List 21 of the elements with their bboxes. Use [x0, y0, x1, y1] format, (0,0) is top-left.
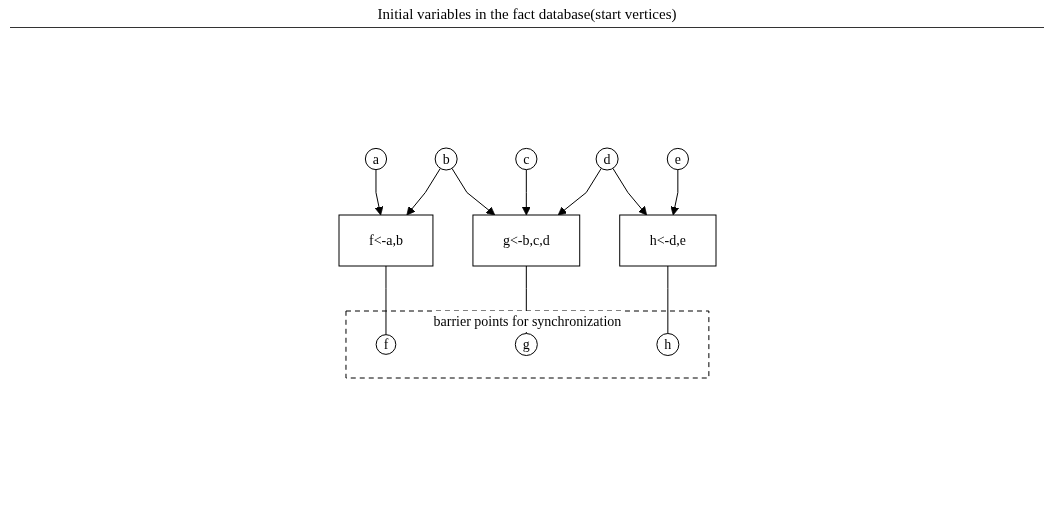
node-circle: f [375, 334, 396, 355]
node-box: g<-b,c,d [471, 214, 580, 267]
node-circle: h [655, 333, 679, 356]
arrow [670, 169, 679, 216]
node-box: h<-d,e [618, 214, 716, 267]
arrow [557, 167, 602, 216]
node-circle: b [434, 147, 458, 171]
node-circle: e [666, 147, 689, 171]
node-circle: c [514, 147, 537, 171]
arrow [611, 167, 647, 216]
diagram-title: Initial variables in the fact database(start vertices) [376, 6, 678, 23]
node-circle: g [514, 333, 538, 356]
node-circle: d [595, 147, 619, 171]
arrow [450, 167, 495, 216]
arrow [374, 169, 383, 216]
connector [666, 265, 668, 334]
arrow [406, 167, 441, 216]
arrow [521, 169, 531, 216]
node-box: f<-a,b [338, 214, 433, 267]
node-circle: a [364, 147, 387, 171]
connector [384, 265, 386, 336]
